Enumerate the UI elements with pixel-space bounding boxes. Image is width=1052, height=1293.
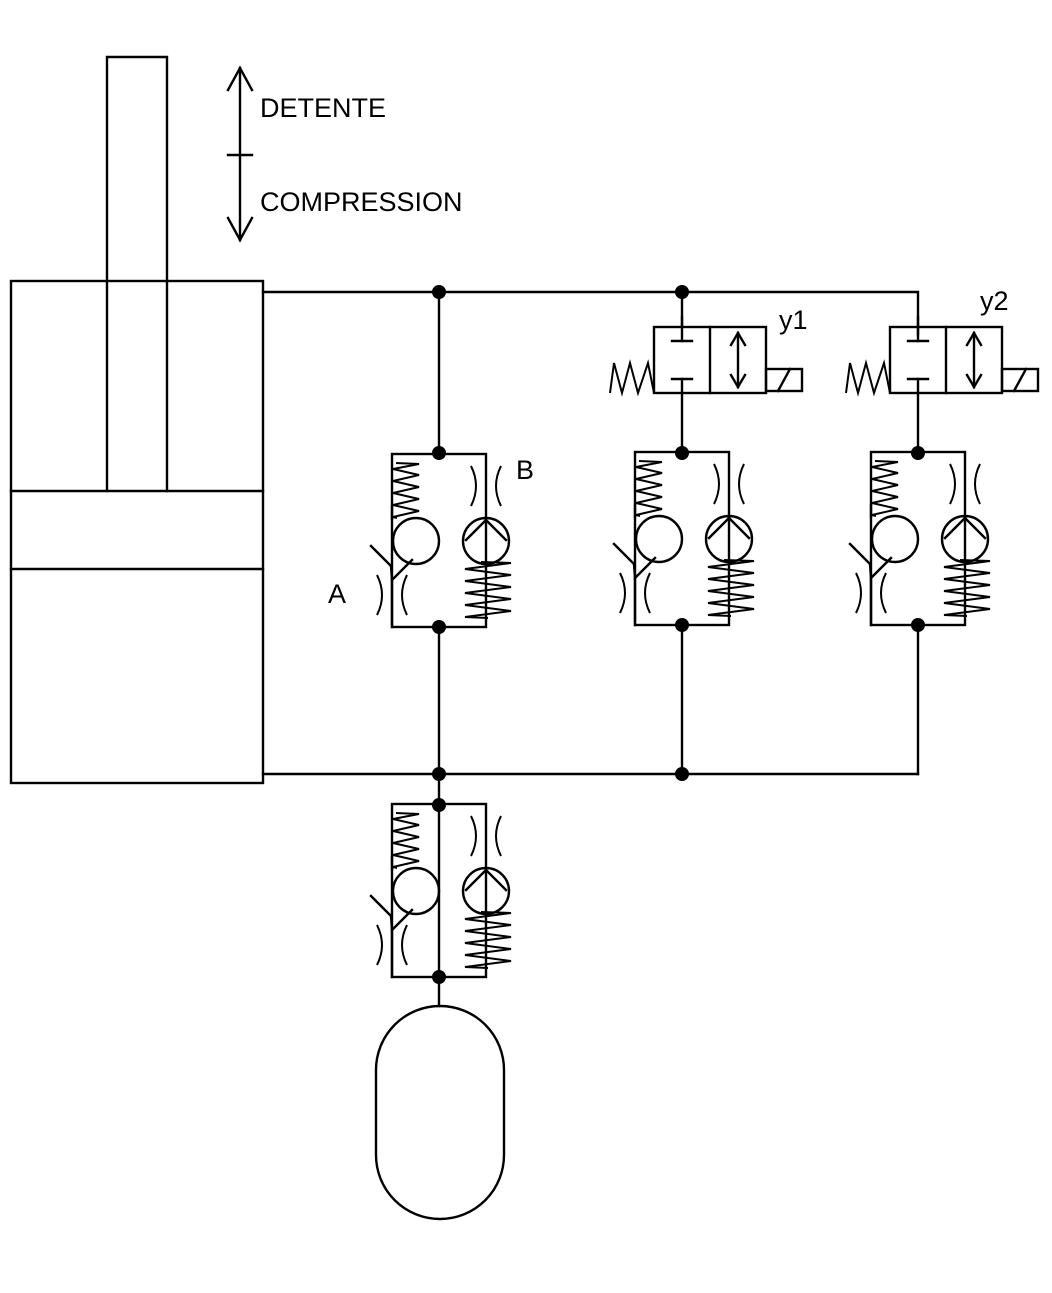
damper-valve-y1 <box>612 450 756 627</box>
damper-valve-y2 <box>848 450 992 627</box>
damper-valve-accumulator <box>369 802 513 979</box>
cylinder <box>9 55 265 785</box>
solenoid-valve-y1 <box>608 315 804 395</box>
damper-valve-main <box>369 452 513 629</box>
piston-rod <box>105 55 169 493</box>
upper-line <box>261 290 920 336</box>
compression-label: COMPRESSION <box>260 187 463 217</box>
solenoid-y1-label: y1 <box>779 305 808 335</box>
direction-arrow <box>226 65 254 243</box>
solenoid-valve-y2 <box>844 315 1040 395</box>
cylinder-body <box>9 279 265 785</box>
junction-dots <box>432 285 925 984</box>
valve-a-label: A <box>328 579 346 609</box>
valve-b-label: B <box>516 455 534 485</box>
solenoid-y2-label: y2 <box>980 286 1009 316</box>
accumulator <box>374 1004 506 1221</box>
extension-label: DETENTE <box>260 93 386 123</box>
